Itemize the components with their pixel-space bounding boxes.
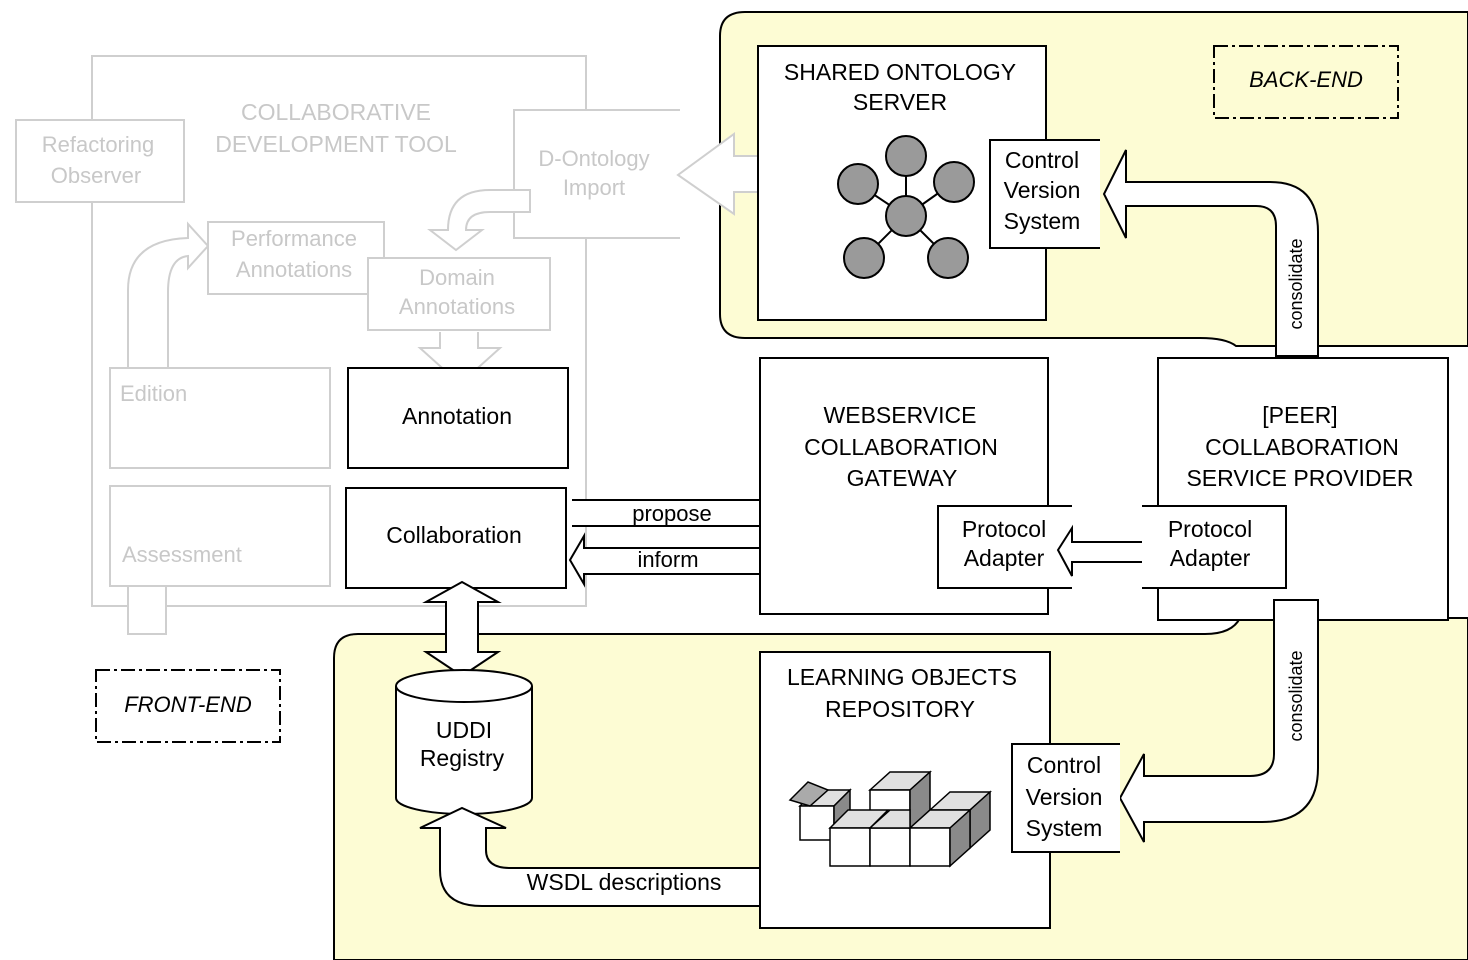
gateway-adapter-label-1: Protocol bbox=[962, 516, 1046, 542]
domain-label-2: Annotations bbox=[399, 294, 515, 319]
assessment-stub bbox=[127, 585, 167, 635]
inform-label: inform bbox=[637, 547, 698, 572]
consolidate-bottom-arrow bbox=[1118, 599, 1319, 843]
backend-label: BACK-END bbox=[1249, 67, 1363, 92]
stacked-boxes-icon bbox=[788, 770, 992, 868]
d-ontology-import-box bbox=[513, 109, 680, 239]
shared-cvs-label-3: System bbox=[1004, 208, 1081, 234]
learning-title-1: LEARNING OBJECTS bbox=[787, 664, 1017, 690]
learning-cvs-label-2: Version bbox=[1026, 784, 1103, 810]
collaboration-box bbox=[345, 487, 567, 589]
collaboration-label: Collaboration bbox=[386, 522, 522, 548]
shared-cvs-label-2: Version bbox=[1004, 177, 1081, 203]
annotation-label: Annotation bbox=[402, 403, 512, 429]
frontend-label: FRONT-END bbox=[124, 692, 252, 717]
peer-protocol-adapter-box bbox=[1142, 505, 1287, 589]
performance-annotations-box bbox=[207, 221, 385, 295]
gateway-protocol-adapter-box bbox=[937, 505, 1072, 589]
import-arrow bbox=[676, 132, 806, 216]
uddi-label-1: UDDI bbox=[436, 717, 492, 743]
uddi-label-2: Registry bbox=[420, 745, 505, 771]
peer-title-3: SERVICE PROVIDER bbox=[1186, 465, 1413, 491]
tool-title: COLLABORATIVE DEVELOPMENT TOOL bbox=[215, 99, 457, 157]
peer-adapter-label-1: Protocol bbox=[1168, 516, 1252, 542]
consolidate-top-label: consolidate bbox=[1286, 238, 1306, 329]
d-ontology-label-1: D-Ontology bbox=[538, 146, 649, 171]
shared-ontology-title-1: SHARED ONTOLOGY bbox=[784, 59, 1016, 85]
edition-box bbox=[109, 367, 331, 469]
gateway-adapter-label-2: Adapter bbox=[964, 545, 1045, 571]
consolidate-top-arrow bbox=[1102, 149, 1319, 357]
annotation-box bbox=[347, 367, 569, 469]
collaboration-uddi-arrow bbox=[422, 580, 502, 678]
learning-cvs-box bbox=[1011, 743, 1120, 853]
refactoring-label-2: Observer bbox=[51, 163, 141, 188]
performance-label-1: Performance bbox=[231, 226, 357, 251]
learning-title-2: REPOSITORY bbox=[825, 696, 975, 722]
peer-adapter-label-2: Adapter bbox=[1170, 545, 1251, 571]
peer-title-2: COLLABORATION bbox=[1205, 434, 1399, 460]
wsdl-label: WSDL descriptions bbox=[527, 869, 722, 895]
learning-cvs-label-1: Control bbox=[1027, 752, 1101, 778]
assessment-box bbox=[109, 485, 331, 587]
svg-text:COLLABORATIVE: COLLABORATIVE bbox=[241, 99, 431, 125]
domain-annotations-box bbox=[367, 257, 551, 331]
assessment-label: Assessment bbox=[122, 542, 242, 567]
consolidate-bottom-label: consolidate bbox=[1286, 650, 1306, 741]
d-ontology-label-2: Import bbox=[563, 175, 625, 200]
edition-to-performance-arrow bbox=[127, 221, 210, 369]
shared-ontology-title-2: SERVER bbox=[853, 89, 947, 115]
refactoring-observer-box bbox=[15, 119, 185, 203]
inform-arrow bbox=[568, 532, 776, 588]
ontology-network-icon bbox=[837, 135, 975, 279]
refactoring-label-1: Refactoring bbox=[42, 132, 155, 157]
svg-text:DEVELOPMENT TOOL: DEVELOPMENT TOOL bbox=[215, 131, 457, 157]
shared-cvs-label-1: Control bbox=[1005, 147, 1079, 173]
domain-label-1: Domain bbox=[419, 265, 495, 290]
backend-tag: BACK-END bbox=[1213, 45, 1399, 119]
gateway-title-2: COLLABORATION bbox=[804, 434, 998, 460]
uddi-registry: UDDI Registry bbox=[395, 669, 533, 815]
learning-cvs-label-3: System bbox=[1026, 815, 1103, 841]
peer-title-1: [PEER] bbox=[1262, 402, 1337, 428]
gateway-title-1: WEBSERVICE bbox=[824, 402, 977, 428]
propose-label: propose bbox=[632, 501, 712, 526]
performance-label-2: Annotations bbox=[236, 257, 352, 282]
gateway-title-3: GATEWAY bbox=[847, 465, 958, 491]
d-ontology-to-domain-arrow bbox=[427, 189, 531, 252]
shared-cvs-box bbox=[989, 139, 1100, 249]
wsdl-arrow bbox=[419, 806, 791, 907]
frontend-tag: FRONT-END bbox=[95, 669, 281, 743]
edition-label: Edition bbox=[120, 381, 187, 406]
